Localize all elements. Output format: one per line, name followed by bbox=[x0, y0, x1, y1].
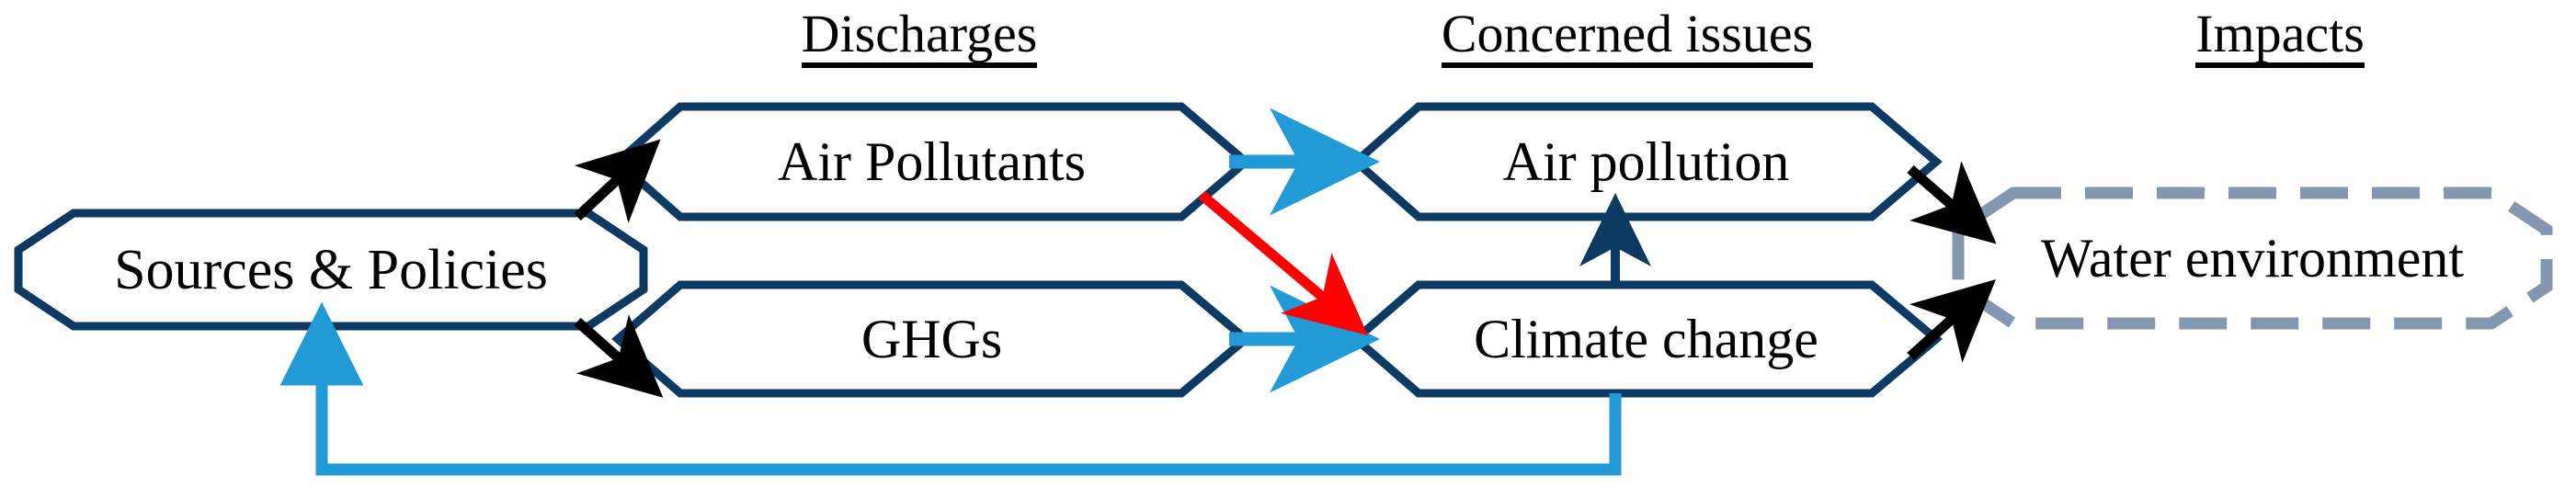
node-shape-ghgs[interactable] bbox=[611, 280, 1252, 398]
node-shape-climate-change[interactable] bbox=[1350, 280, 1943, 398]
edge-sources-to-air-pollutants bbox=[574, 139, 661, 223]
node-shape-water-environment[interactable] bbox=[1952, 187, 2553, 330]
node-shape-air-pollution[interactable] bbox=[1350, 102, 1943, 221]
column-header-concerned-issues-label: Concerned issues bbox=[1441, 7, 1814, 68]
column-header-impacts: Impacts bbox=[2114, 7, 2445, 68]
column-header-discharges-label: Discharges bbox=[801, 7, 1038, 68]
edge-sources-to-ghgs bbox=[574, 314, 664, 398]
edge-air-pollutants-to-climate-change bbox=[1198, 190, 1368, 335]
edge-climate-change-to-water-environment bbox=[1907, 278, 1997, 363]
edge-climate-change-feedback-to-sources bbox=[279, 301, 1622, 476]
edge-air-pollution-to-water-environment bbox=[1907, 161, 1997, 244]
node-shape-sources-and-policies[interactable] bbox=[14, 209, 648, 331]
column-header-discharges: Discharges bbox=[726, 7, 1112, 68]
column-header-concerned-issues: Concerned issues bbox=[1370, 7, 1885, 68]
node-shape-air-pollutants[interactable] bbox=[611, 102, 1252, 221]
column-header-impacts-label: Impacts bbox=[2195, 7, 2365, 68]
